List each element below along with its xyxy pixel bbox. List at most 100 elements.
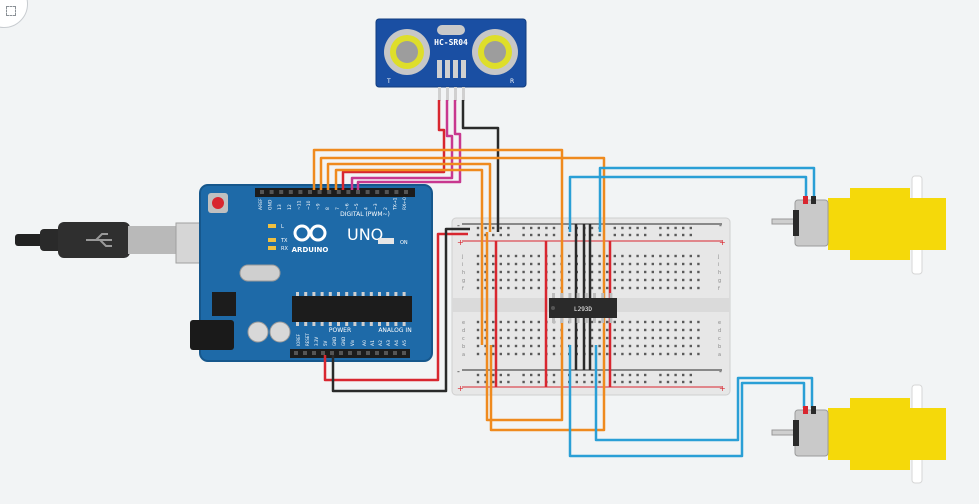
board-model-text: UNO (347, 225, 383, 244)
ic-label: L293D (574, 306, 592, 313)
wire-sensor-vcc (341, 100, 446, 190)
svg-text:-: - (719, 221, 722, 230)
svg-text:c: c (718, 336, 721, 342)
digital-label: DIGITAL (PWM~) (340, 211, 390, 218)
fit-view-icon (6, 6, 16, 16)
capacitor-2 (269, 321, 291, 343)
analog-pin-label: A0 (362, 340, 368, 346)
sensor-right-mark: R (510, 78, 514, 85)
digital-header (255, 188, 415, 197)
svg-text:-: - (719, 367, 722, 376)
power-pin-label: 5V (323, 340, 328, 346)
svg-text:a: a (462, 352, 465, 358)
power-pin-label: GND (341, 337, 346, 346)
svg-text:+: + (457, 238, 464, 247)
svg-text:RX: RX (281, 246, 288, 252)
breadboard-rail-signs: - + - + - + - + (457, 221, 726, 393)
crystal-oscillator (239, 264, 281, 282)
arduino-logo-icon (293, 224, 327, 242)
dc-motor-bottom[interactable] (771, 384, 946, 484)
status-leds: L TX RX (268, 224, 288, 252)
svg-text:e: e (462, 320, 465, 326)
dc-motor-top[interactable] (771, 175, 946, 275)
analog-pin-label: A4 (394, 340, 400, 346)
power-pin-label: RESET (305, 333, 310, 346)
svg-text:TX: TX (280, 238, 288, 244)
usb-icon (86, 233, 112, 247)
svg-text:h: h (718, 270, 721, 276)
analog-pin-label: A5 (402, 340, 408, 346)
digital-pin-label: ~11 (296, 200, 302, 210)
wire-pin-11 (312, 148, 564, 422)
analog-pin-label: A3 (386, 340, 392, 346)
svg-text:+: + (719, 238, 726, 247)
wire-gnd (331, 227, 470, 393)
svg-text:f: f (718, 286, 720, 292)
wire-motor2-b (594, 345, 814, 442)
svg-text:d: d (462, 328, 465, 334)
digital-pin-label: 4 (364, 207, 370, 210)
power-pin-label: IOREF (296, 333, 301, 346)
digital-pin-label: GND (268, 199, 274, 210)
analog-label: ANALOG IN (378, 327, 411, 334)
wire-sensor-gnd (461, 100, 500, 232)
wire-pin-6 (334, 168, 484, 345)
svg-text:i: i (718, 262, 719, 268)
digital-pin-label: ~6 (344, 203, 350, 210)
digital-pin-label: 12 (287, 204, 293, 210)
svg-text:f: f (462, 286, 464, 292)
wire-motor1-b (598, 166, 816, 232)
power-pin-label: GND (332, 337, 337, 346)
svg-text:j: j (717, 254, 719, 260)
reset-button-cap[interactable] (212, 197, 224, 209)
svg-text:L: L (281, 224, 284, 230)
on-led (378, 238, 394, 244)
svg-text:-: - (457, 221, 460, 230)
atmega-chip (292, 296, 412, 322)
svg-text:a: a (718, 352, 721, 358)
digital-pin-label: ~9 (316, 203, 322, 210)
usb-cable[interactable] (15, 222, 235, 264)
svg-text:b: b (462, 344, 465, 350)
digital-pin-label: ~10 (306, 200, 312, 210)
power-header-labels: IOREF RESET 3.3V 5V GND GND Vin (296, 333, 355, 346)
digital-pin-label: 13 (277, 204, 283, 210)
digital-pin-label: TX→1 (392, 197, 398, 211)
svg-text:b: b (718, 344, 721, 350)
svg-text:+: + (457, 384, 464, 393)
analog-pin-label: A2 (378, 340, 384, 346)
svg-text:-: - (457, 367, 460, 376)
sensor-pins (437, 60, 466, 101)
analog-pin-label: A1 (370, 340, 376, 346)
svg-text:g: g (462, 278, 465, 284)
wire-motor2-a (568, 345, 806, 458)
svg-text:i: i (462, 262, 463, 268)
digital-header-pins (260, 190, 408, 194)
arduino-logo-text: ARDUINO (292, 246, 329, 254)
power-pin-label: Vin (350, 339, 355, 346)
svg-text:j: j (461, 254, 463, 260)
usb-chip (212, 292, 236, 316)
svg-text:c: c (462, 336, 465, 342)
wire-motor1-a (568, 175, 808, 232)
capacitor-1 (247, 321, 269, 343)
power-label: POWER (329, 327, 351, 334)
power-pin-label: 3.3V (314, 337, 319, 346)
svg-text:e: e (718, 320, 721, 326)
sensor-left-mark: T (386, 78, 391, 85)
digital-pin-label: 2 (383, 207, 389, 210)
l293d-driver-chip[interactable]: L293D (549, 293, 617, 323)
digital-pin-label: 8 (325, 207, 331, 210)
sensor-crystal (437, 25, 465, 35)
wire-pin-9 (326, 162, 492, 232)
on-led-label: ON (400, 240, 408, 246)
digital-pin-label: ~5 (354, 203, 360, 210)
wire-5v (323, 232, 468, 382)
svg-text:+: + (719, 384, 726, 393)
ultrasonic-sensor[interactable]: HC-SR04 T R VCCTRIGECHOGND (375, 18, 527, 101)
